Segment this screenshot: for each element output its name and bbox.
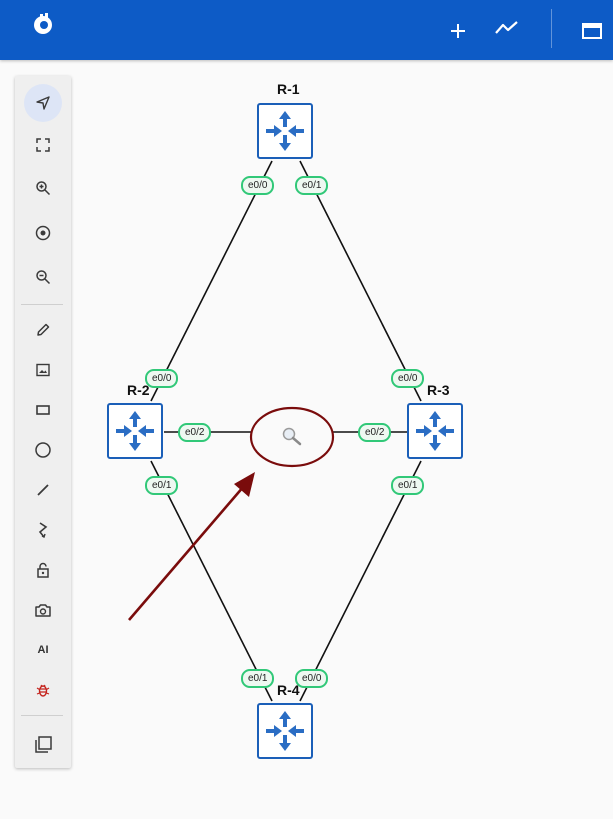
node-label-r2: R-2 bbox=[127, 382, 150, 398]
add-icon[interactable] bbox=[444, 17, 472, 45]
interface-r1-e0-0[interactable]: e0/0 bbox=[241, 176, 275, 195]
camera-icon[interactable] bbox=[24, 591, 62, 629]
interface-r4-e0-1[interactable]: e0/1 bbox=[241, 669, 275, 688]
interface-r3-e0-1[interactable]: e0/1 bbox=[391, 476, 425, 495]
topbar-divider bbox=[551, 9, 552, 48]
link-r1-r3[interactable] bbox=[299, 160, 422, 402]
interface-r2-e0-2[interactable]: e0/2 bbox=[178, 423, 212, 442]
rectangle-icon[interactable] bbox=[24, 391, 62, 429]
router-icon bbox=[416, 411, 454, 451]
ellipse-icon[interactable] bbox=[24, 431, 62, 469]
toolbar-separator bbox=[21, 304, 63, 305]
top-bar bbox=[0, 0, 613, 60]
router-icon bbox=[266, 111, 304, 151]
ai-icon[interactable]: AI bbox=[24, 631, 62, 669]
link-r3-r4[interactable] bbox=[299, 460, 422, 702]
zoom-in-icon[interactable] bbox=[24, 169, 62, 207]
zoom-out-icon[interactable] bbox=[24, 258, 62, 296]
magnifier-icon bbox=[282, 427, 302, 446]
interface-r2-e0-0[interactable]: e0/0 bbox=[145, 369, 179, 388]
router-r2[interactable] bbox=[107, 403, 163, 459]
bug-icon[interactable] bbox=[24, 671, 62, 709]
link-r1-r2[interactable] bbox=[150, 160, 273, 402]
line-icon[interactable] bbox=[24, 471, 62, 509]
interface-r3-e0-0[interactable]: e0/0 bbox=[391, 369, 425, 388]
center-icon[interactable] bbox=[24, 214, 62, 252]
node-label-r1: R-1 bbox=[277, 81, 300, 97]
logo-icon[interactable] bbox=[29, 10, 57, 38]
link-r2-r4[interactable] bbox=[150, 460, 273, 702]
pencil-icon[interactable] bbox=[24, 311, 62, 349]
window-icon[interactable] bbox=[578, 17, 606, 45]
router-r3[interactable] bbox=[407, 403, 463, 459]
ai-label: AI bbox=[37, 644, 49, 656]
router-r4[interactable] bbox=[257, 703, 313, 759]
router-icon bbox=[266, 711, 304, 751]
interface-r3-e0-2[interactable]: e0/2 bbox=[358, 423, 392, 442]
router-r1[interactable] bbox=[257, 103, 313, 159]
node-label-r4: R-4 bbox=[277, 682, 300, 698]
copy-icon[interactable] bbox=[24, 726, 62, 764]
connector-icon[interactable] bbox=[24, 511, 62, 549]
select-pointer-icon[interactable] bbox=[24, 84, 62, 122]
annotation-arrow[interactable] bbox=[128, 472, 255, 621]
activity-graph-icon[interactable] bbox=[493, 14, 521, 42]
interface-r2-e0-1[interactable]: e0/1 bbox=[145, 476, 179, 495]
image-icon[interactable] bbox=[24, 351, 62, 389]
node-label-r3: R-3 bbox=[427, 382, 450, 398]
lock-icon[interactable] bbox=[24, 551, 62, 589]
left-toolbar: AI bbox=[15, 76, 71, 768]
interface-r4-e0-0[interactable]: e0/0 bbox=[295, 669, 329, 688]
fit-to-screen-icon[interactable] bbox=[24, 126, 62, 164]
topology-canvas[interactable]: R-1 R-2 R-3 bbox=[0, 60, 613, 819]
interface-r1-e0-1[interactable]: e0/1 bbox=[295, 176, 329, 195]
toolbar-separator bbox=[21, 715, 63, 716]
router-icon bbox=[116, 411, 154, 451]
